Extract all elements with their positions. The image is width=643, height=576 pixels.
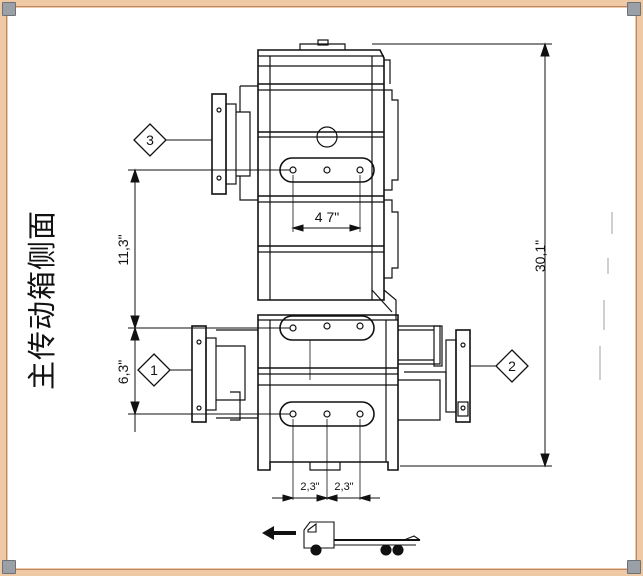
upper-housing (257, 39, 399, 320)
dim-bottom-left: 2,3" (300, 481, 319, 493)
lower-left-flange (191, 325, 258, 423)
frame-corner-top-right (627, 2, 641, 16)
frame-corner-top-left (2, 2, 16, 16)
callout-2-diamond (495, 349, 529, 383)
callout-1-diamond (137, 353, 171, 387)
callout-1-label: 1 (150, 362, 158, 378)
upper-left-flange (211, 85, 258, 201)
frame-corner-bottom-right (627, 560, 641, 574)
frame-corner-bottom-left (2, 560, 16, 574)
direction-arrow-icon (262, 526, 296, 540)
lower-housing (257, 314, 399, 500)
dim-height-total: 30,1" (532, 240, 548, 272)
ghost-marks (599, 212, 613, 380)
dim-upper-gap: 11,3" (115, 234, 131, 265)
callout-3-diamond (133, 123, 167, 157)
lower-right-flange (398, 325, 471, 423)
truck-icon (303, 521, 421, 556)
callout-2-label: 2 (508, 358, 516, 374)
callout-3-label: 3 (146, 132, 154, 148)
dim-bottom-right: 2,3" (334, 481, 353, 493)
dim-lower-gap: 6,3" (115, 360, 131, 384)
dim-inner-width: 4 7" (315, 209, 339, 225)
